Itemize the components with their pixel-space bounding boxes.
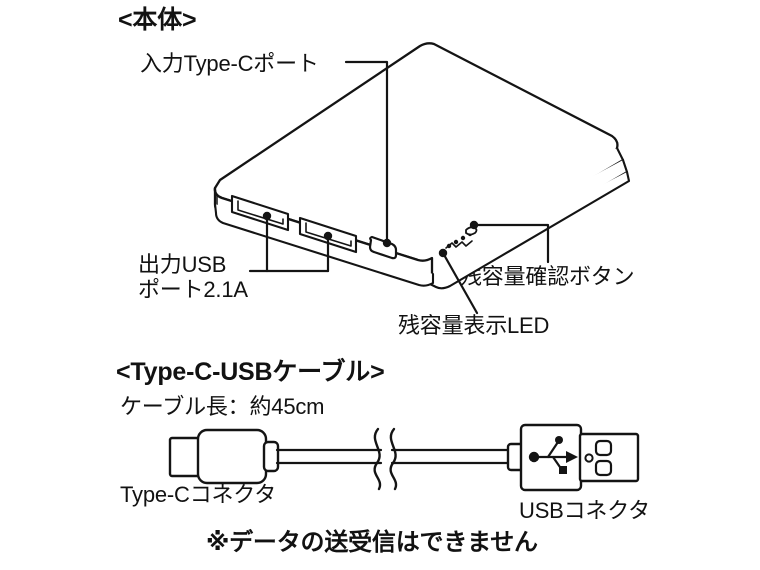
led-dot-2 bbox=[453, 239, 459, 245]
callout-remaining-capacity-button: 残容量確認ボタン bbox=[460, 264, 635, 289]
cable-wire-right bbox=[390, 448, 513, 465]
footnote-no-data-transfer: ※データの送受信はできません bbox=[206, 529, 538, 556]
capacity-check-button bbox=[465, 226, 478, 236]
usb-a-port-2 bbox=[298, 216, 358, 254]
type-c-metal-tip bbox=[168, 436, 202, 478]
cable-section-heading: <Type-C-USBケーブル> bbox=[116, 358, 385, 386]
usb-a-housing bbox=[519, 423, 583, 492]
usb-a-contact-bottom bbox=[594, 459, 613, 477]
usb-logo-square-end bbox=[559, 466, 567, 474]
usb-trident-icon bbox=[528, 436, 578, 474]
callout-remaining-capacity-led: 残容量表示LED bbox=[398, 313, 550, 338]
body-section-heading: <本体> bbox=[118, 6, 197, 34]
usb-logo-round-end bbox=[528, 451, 540, 463]
leader-output-usb-ports bbox=[248, 211, 333, 273]
type-c-body bbox=[196, 428, 268, 485]
callout-output-usb-port-line2: ポート2.1A bbox=[138, 277, 248, 302]
led-indicator-dots bbox=[446, 231, 473, 249]
type-c-connector-label: Type-Cコネクタ bbox=[120, 482, 277, 507]
cable-length-label: ケーブル長：約45cm bbox=[120, 394, 325, 419]
device-right-bevel-2 bbox=[414, 158, 629, 282]
usb-a-port-1 bbox=[230, 194, 290, 232]
led-dot-1 bbox=[446, 243, 452, 249]
leader-capacity-check-button bbox=[469, 220, 550, 264]
usb-a-metal-tip bbox=[578, 432, 640, 483]
usb-a-contact-center bbox=[584, 453, 594, 463]
usb-logo-arrow-end bbox=[566, 451, 578, 463]
led-dot-4 bbox=[467, 231, 473, 237]
type-c-connector bbox=[168, 428, 280, 485]
device-front-lip bbox=[213, 202, 435, 287]
cable-wire-left bbox=[275, 448, 383, 465]
device-right-bevel-1 bbox=[410, 146, 625, 272]
callout-output-usb-port-line1: 出力USB bbox=[138, 252, 227, 277]
usb-a-strain-relief bbox=[506, 442, 526, 472]
device-front-edge-line bbox=[216, 194, 224, 216]
usb-c-port bbox=[368, 235, 398, 260]
leader-input-type-c-port bbox=[344, 60, 392, 248]
usb-a-contact-top bbox=[594, 439, 613, 457]
cable-break-squiggle bbox=[373, 427, 398, 491]
usb-connector-label: USBコネクタ bbox=[519, 498, 650, 523]
callout-input-type-c-port: 入力Type-Cポート bbox=[140, 51, 319, 76]
led-strip-mark bbox=[445, 240, 473, 249]
usb-a-connector bbox=[506, 423, 640, 492]
device-front-face bbox=[213, 186, 434, 278]
usb-logo-circle-end bbox=[555, 436, 563, 444]
type-c-strain-relief bbox=[262, 440, 280, 473]
led-dot-3 bbox=[460, 235, 466, 241]
